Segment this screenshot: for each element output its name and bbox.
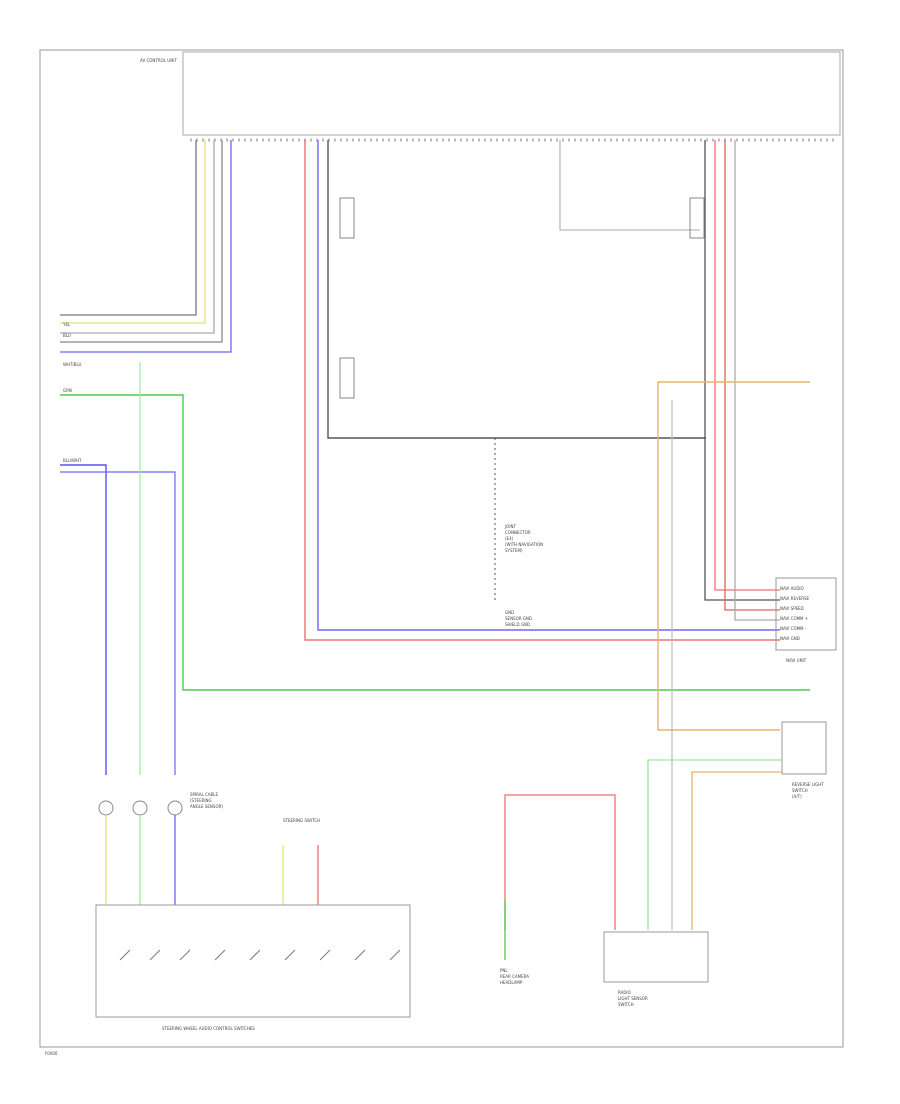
steering-switches-label: STEERING WHEEL AUDIO CONTROL SWITCHES [162, 1026, 255, 1031]
svg-text:SENSOR GND: SENSOR GND [505, 616, 532, 621]
svg-text:(A/T): (A/T) [792, 794, 802, 799]
svg-text:ANGLE SENSOR): ANGLE SENSOR) [190, 804, 223, 809]
svg-text:BLU: BLU [63, 333, 71, 338]
green-lower-wire [647, 759, 782, 930]
svg-text:NAVI COMM -: NAVI COMM - [780, 626, 807, 631]
svg-text:PNL: PNL [500, 968, 508, 973]
steering-sensor-label: SPIRAL CABLE (STEERING ANGLE SENSOR) [190, 792, 223, 809]
left-labels: YEL BLU WHT/BLU [62, 322, 82, 367]
navi-unit-label: NAVI UNIT [786, 658, 807, 663]
right-lower-module [781, 721, 827, 775]
right-bundle [559, 140, 780, 621]
svg-text:NAVI COMM +: NAVI COMM + [780, 616, 808, 621]
svg-text:NAVI SPEED: NAVI SPEED [780, 606, 804, 611]
footer-code: F0000 [45, 1051, 58, 1056]
svg-text:REVERSE LIGHT: REVERSE LIGHT [792, 782, 824, 787]
svg-text:NAVI AUDIO: NAVI AUDIO [780, 586, 804, 591]
steering-sensor-circles [98, 800, 183, 816]
av-unit-label: AV CONTROL UNIT [140, 58, 177, 63]
svg-text:NAVI GND: NAVI GND [780, 636, 800, 641]
navi-pins: NAVI AUDIO NAVI REVERSE NAVI SPEED NAVI … [780, 586, 810, 641]
svg-text:CONNECTOR: CONNECTOR [505, 530, 531, 535]
svg-text:SWITCH: SWITCH [792, 788, 808, 793]
green-wire [60, 394, 810, 691]
steering-switch-box [95, 904, 411, 1018]
svg-text:WHT/BLU: WHT/BLU [63, 362, 82, 367]
radio-switch-label: RADIO LIGHT SENSOR SWITCH [618, 990, 648, 1007]
svg-text:(WITH NAVIGATION: (WITH NAVIGATION [505, 542, 543, 547]
orange-wire [657, 381, 810, 731]
switch-contacts [119, 949, 401, 961]
svg-text:NAVI REVERSE: NAVI REVERSE [780, 596, 810, 601]
orange-lower-wire [691, 771, 782, 930]
navi-gnd-label: GND SENSOR GND SHIELD GND [505, 610, 532, 627]
svg-text:SPIRAL CABLE: SPIRAL CABLE [190, 792, 218, 797]
red-lower-wire [504, 794, 616, 930]
center-connector-2 [339, 357, 355, 399]
av-control-unit [182, 51, 841, 136]
svg-text:SHIELD GND: SHIELD GND [505, 622, 530, 627]
diagram-frame [39, 49, 844, 1048]
svg-text:LIGHT SENSOR: LIGHT SENSOR [618, 996, 648, 1001]
right-connector-1 [689, 197, 705, 239]
left-top-bundle [60, 140, 232, 353]
svg-text:RADIO: RADIO [618, 990, 631, 995]
joint-connector-label: JOINT CONNECTOR (E4) (WITH NAVIGATION SY… [504, 524, 543, 553]
steering-switch-text: STEERING SWITCH [283, 818, 320, 823]
svg-text:(STEERING: (STEERING [190, 798, 212, 803]
svg-text:SWITCH: SWITCH [618, 1002, 634, 1007]
right-lower-label: REVERSE LIGHT SWITCH (A/T) [792, 782, 824, 799]
blue-wire-label: BLU/WHT [63, 458, 82, 463]
svg-text:JOINT: JOINT [504, 524, 517, 529]
svg-text:REAR CAMERA: REAR CAMERA [500, 974, 529, 979]
center-connector-1 [339, 197, 355, 239]
svg-text:(E4): (E4) [505, 536, 514, 541]
svg-text:HEADLAMP: HEADLAMP [500, 980, 523, 985]
steering-lower-wires [105, 815, 319, 905]
radio-switch-box [603, 931, 709, 983]
navi-unit-box [775, 577, 837, 651]
svg-text:GND: GND [505, 610, 514, 615]
left-module-label: PNL REAR CAMERA HEADLAMP [500, 968, 529, 985]
center-bundle [304, 140, 780, 641]
blue-wire [60, 464, 107, 775]
green-wire-label: GRN [63, 388, 72, 393]
svg-text:YEL: YEL [62, 322, 71, 327]
gray-wire-left [60, 471, 176, 775]
svg-text:SYSTEM): SYSTEM) [505, 548, 523, 553]
